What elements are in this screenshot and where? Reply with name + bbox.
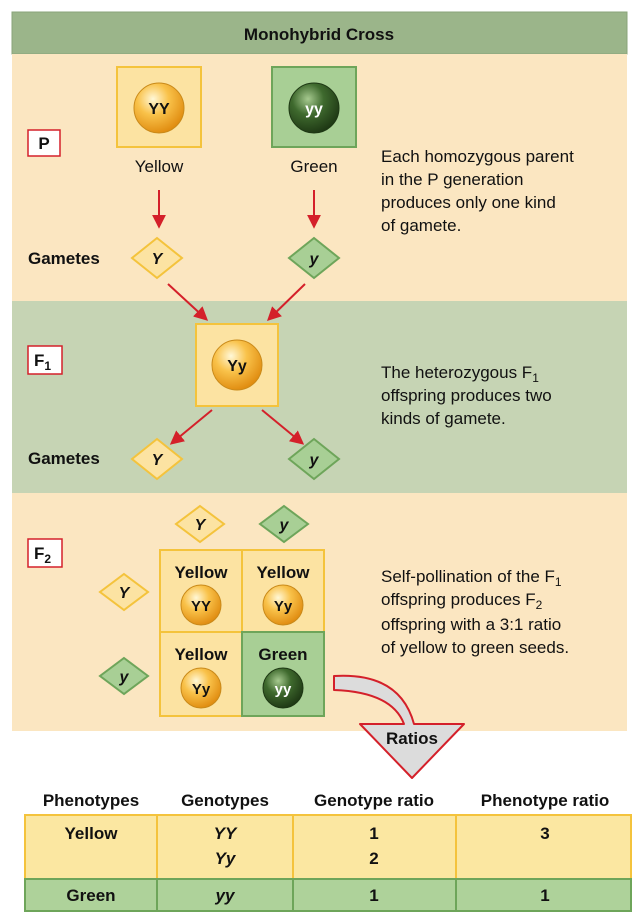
f1-arrow-to-yellow [169, 409, 213, 445]
punnett-cell-4-seed [262, 667, 304, 709]
f1-gamete-yellow-diamond [130, 437, 184, 481]
ratios-label: Ratios [386, 729, 438, 748]
p-gamete-green-diamond [287, 236, 341, 280]
table-row-yellow [24, 814, 632, 880]
table-green-genotype-ratio: 1 [369, 886, 378, 905]
parent-yellow-label: Yellow [135, 157, 184, 176]
table-green-genotype: yy [215, 886, 236, 905]
f1-tag: F1 [34, 351, 51, 373]
table-green-phenotype: Green [66, 886, 115, 905]
table-header-genotype-ratio: Genotype ratio [314, 791, 434, 810]
f1-offspring-seed [211, 339, 263, 391]
punnett-cell-1-genotype: YY [191, 598, 211, 615]
f1-description-2: offspring produces two [381, 386, 552, 405]
ratios-arrow [333, 674, 465, 779]
f2-description-1: Self-pollination of the F1 [381, 567, 562, 589]
punnett-cell-2-genotype: Yy [274, 598, 293, 615]
punnett-cell-4-genotype: yy [275, 681, 292, 698]
f2-row-gamete-green: y [119, 669, 130, 686]
table-yellow-genotype-1: YY [214, 824, 238, 843]
f1-offspring-genotype: Yy [227, 358, 247, 375]
parent-green-label: Green [290, 157, 337, 176]
p-gametes-label: Gametes [28, 249, 100, 268]
f1-gamete-yellow: Y [152, 452, 164, 469]
f2-description-3: offspring with a 3:1 ratio [381, 615, 561, 634]
p-gamete-yellow-diamond [130, 236, 184, 280]
p-description-3: produces only one kind [381, 193, 556, 212]
table-row-green [24, 878, 632, 912]
f2-col-gamete-green-diamond [258, 504, 310, 544]
parent-green-seed [288, 82, 340, 134]
f2-col-gamete-green: y [279, 517, 290, 534]
f2-row-gamete-yellow-diamond [98, 572, 150, 612]
f1-gametes-label: Gametes [28, 449, 100, 468]
p-gamete-yellow: Y [152, 251, 164, 268]
table-header-genotypes: Genotypes [181, 791, 269, 810]
p-tag: P [38, 134, 49, 153]
f1-arrow-from-yellow [167, 283, 209, 321]
punnett-cell-1-seed [180, 584, 222, 626]
p-gamete-green: y [309, 251, 320, 268]
f2-row-gamete-yellow: Y [119, 585, 131, 602]
punnett-cell-3-seed [180, 667, 222, 709]
f2-tag-box [27, 538, 63, 568]
table-yellow-genotype-2: Yy [215, 849, 237, 868]
punnett-cell-3-genotype: Yy [192, 681, 211, 698]
table-yellow-phenotype-ratio: 3 [540, 824, 549, 843]
f1-description-1: The heterozygous F1 [381, 363, 539, 385]
f1-description-3: kinds of gamete. [381, 409, 506, 428]
table-yellow-genotype-ratio-2: 2 [369, 849, 378, 868]
p-description-1: Each homozygous parent [381, 147, 574, 166]
parent-green-genotype: yy [305, 101, 323, 118]
p-description-2: in the P generation [381, 170, 523, 189]
f2-description-4: of yellow to green seeds. [381, 638, 569, 657]
f1-arrow-to-green [261, 409, 305, 445]
p-tag-box [27, 129, 61, 157]
punnett-cell-1-phenotype: Yellow [175, 563, 229, 582]
f1-arrow-from-green [266, 283, 306, 321]
table-green-phenotype-ratio: 1 [540, 886, 549, 905]
parent-yellow-seed [133, 82, 185, 134]
table-header-phenotypes: Phenotypes [43, 791, 139, 810]
parent-yellow-genotype: YY [148, 101, 170, 118]
f2-col-gamete-yellow: Y [195, 517, 207, 534]
f2-row-gamete-green-diamond [98, 656, 150, 696]
punnett-cell-2-phenotype: Yellow [257, 563, 311, 582]
f2-col-gamete-yellow-diamond [174, 504, 226, 544]
header-bar [11, 11, 628, 55]
f2-tag: F2 [34, 544, 51, 566]
punnett-cell-2-seed [262, 584, 304, 626]
table-header-phenotype-ratio: Phenotype ratio [481, 791, 609, 810]
punnett-cell-4-phenotype: Green [258, 645, 307, 664]
f1-tag-box [27, 345, 63, 375]
punnett-cell-3-phenotype: Yellow [175, 645, 229, 664]
f2-description-2: offspring produces F2 [381, 590, 543, 612]
diagram-title: Monohybrid Cross [244, 25, 394, 44]
f1-gamete-green: y [309, 452, 320, 469]
table-yellow-phenotype: Yellow [65, 824, 119, 843]
f1-gamete-green-diamond [287, 437, 341, 481]
p-description-4: of gamete. [381, 216, 461, 235]
table-yellow-genotype-ratio-1: 1 [369, 824, 378, 843]
